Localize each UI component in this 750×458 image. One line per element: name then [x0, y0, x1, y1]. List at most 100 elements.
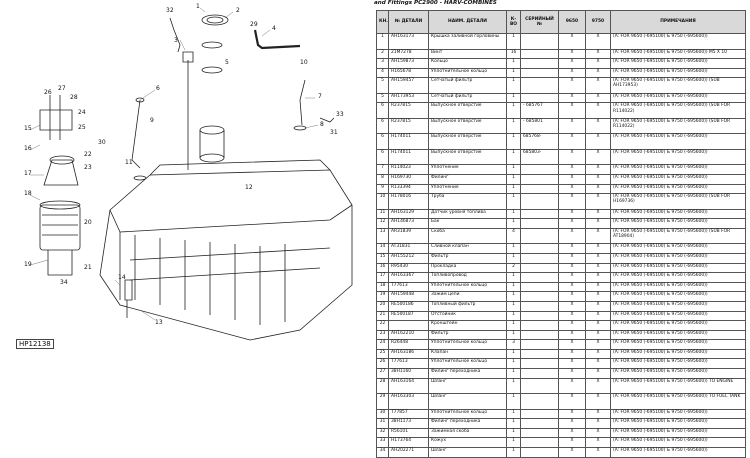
table-cell-part: R237815 [388, 102, 429, 119]
table-cell-name: Филинг переходника [428, 368, 507, 379]
table-cell-qty: 1 [506, 418, 521, 429]
table-cell-note: (A: FOR 9650 (-695100) & 9750 (-695600)) [610, 33, 746, 50]
callout-label: 5 [225, 59, 229, 66]
table-cell-qty: 1 [506, 193, 521, 210]
table-cell-note: (A: FOR 9650 (-695100) & 9750 (-695600)) [610, 92, 746, 104]
table-cell-a: X [558, 33, 586, 50]
table-cell-serial [520, 218, 559, 229]
table-cell-name: Топливный фильтр [428, 300, 507, 312]
table-cell-b: X [585, 377, 611, 395]
table-cell-part: AH162210 [388, 329, 429, 341]
table-cell-qty: 1 [506, 102, 521, 119]
parts-catalog: and Fittings PC2900 - HARV-COMBINES КН. … [372, 0, 750, 458]
table-cell-n: 14 [376, 243, 389, 254]
table-cell-name: Прокладка [428, 262, 507, 274]
table-cell-b: X [585, 329, 611, 341]
table-cell-note: (A: FOR 9650 (-695100) & 9750 (-695600)) [610, 262, 746, 274]
table-cell-qty: 1 [506, 320, 521, 331]
table-cell-qty: 16 [506, 48, 521, 60]
table-cell-b: X [585, 418, 611, 429]
table-cell-qty: 1 [506, 447, 521, 458]
table-cell-a: X [558, 377, 586, 395]
table-cell-a: X [558, 218, 586, 229]
table-cell-a: X [558, 262, 586, 274]
table-cell-a: X [558, 418, 586, 429]
table-cell-qty: 1 [506, 368, 521, 379]
table-cell-name: Труба [428, 193, 507, 210]
table-cell-n: 9 [376, 183, 389, 195]
table-cell-n: 23 [376, 329, 389, 341]
table-cell-name: Фильтр [428, 252, 507, 264]
table-cell-part: T77613 [388, 358, 429, 370]
table-cell-n: 1 [376, 33, 389, 50]
callout-label: 16 [24, 145, 32, 152]
table-cell-qty: 4 [506, 227, 521, 245]
table-cell-b: X [585, 67, 611, 79]
table-cell-serial [520, 92, 559, 104]
table-cell-note: (A: FOR 9650 (-695100) & 9750 (-695600)) [610, 243, 746, 254]
table-cell-a: X [558, 148, 586, 166]
table-cell-serial [520, 262, 559, 274]
table-cell-serial [520, 329, 559, 341]
table-cell-n: 32 [376, 427, 389, 439]
table-cell-serial [520, 208, 559, 220]
table-cell-serial [520, 418, 559, 429]
table-cell-b: X [585, 208, 611, 220]
table-cell-b: X [585, 173, 611, 185]
table-cell-qty: 1 [506, 272, 521, 283]
table-cell-name: Выпускное отверстие [428, 117, 507, 135]
table-cell-b: X [585, 148, 611, 166]
table-cell-name: Уплотнительное кольцо [428, 67, 507, 79]
table-cell-n: 27 [376, 368, 389, 379]
table-cell-qty: 1 [506, 67, 521, 79]
table-cell-part: R133394 [388, 183, 429, 195]
table-cell-qty: 1 [506, 148, 521, 166]
table-cell-b: X [585, 272, 611, 283]
table-cell-note: (A: FOR 9650 (-695100) & 9750 (-695600))… [610, 377, 746, 395]
table-cell-a: X [558, 164, 586, 175]
table-cell-serial [520, 339, 559, 350]
table-cell-part: AH173953 [388, 92, 429, 104]
table-cell-serial: 685803- [520, 148, 559, 166]
table-cell-part: AH163186 [388, 348, 429, 360]
table-cell-serial [520, 300, 559, 312]
table-cell-n: 5 [376, 92, 389, 104]
table-cell-note: (A: FOR 9650 (-695100) & 9750 (-695600)) [610, 148, 746, 166]
table-cell-n: 31 [376, 418, 389, 429]
table-cell-qty: 1 [506, 310, 521, 322]
table-cell-note: (A: FOR 9650 (-695100) & 9750 (-695600)) [610, 437, 746, 449]
table-cell-a: X [558, 281, 586, 293]
table-cell-n: 21 [376, 310, 389, 322]
table-cell-b: X [585, 102, 611, 119]
table-cell-note: (A: FOR 9650 (-695100) & 9750 (-695600)) [610, 447, 746, 458]
table-cell-a: X [558, 227, 586, 245]
column-header: 9750 [585, 10, 611, 34]
table-cell-a: X [558, 408, 586, 420]
table-cell-n: 12 [376, 218, 389, 229]
table-cell-a: X [558, 300, 586, 312]
table-cell-part: R237815 [388, 117, 429, 135]
table-cell-note: (A: FOR 9650 (-695100) & 9750 (-695600)) [610, 291, 746, 302]
table-cell-name: Уплотнительное кольцо [428, 358, 507, 370]
table-cell-part: AH163164 [388, 377, 429, 395]
table-cell-serial: - 685767 [520, 102, 559, 119]
table-cell-a: X [558, 320, 586, 331]
table-cell-name: Датчик уровня топлива [428, 208, 507, 220]
column-header: ПРИМЕЧАНИЯ [610, 10, 746, 34]
table-cell-part: 38H1160 [388, 368, 429, 379]
parts-table: КН. № ДЕТАЛИ НАИМ. ДЕТАЛИ К-ВО СЕРИЙНЫЙ … [376, 10, 746, 458]
table-cell-b: X [585, 300, 611, 312]
table-cell-qty: 1 [506, 243, 521, 254]
table-cell-b: X [585, 92, 611, 104]
table-cell-a: X [558, 92, 586, 104]
table-cell-name: Клапан [428, 348, 507, 360]
table-cell-serial: 685768- [520, 133, 559, 150]
column-header: КН. [376, 10, 389, 34]
